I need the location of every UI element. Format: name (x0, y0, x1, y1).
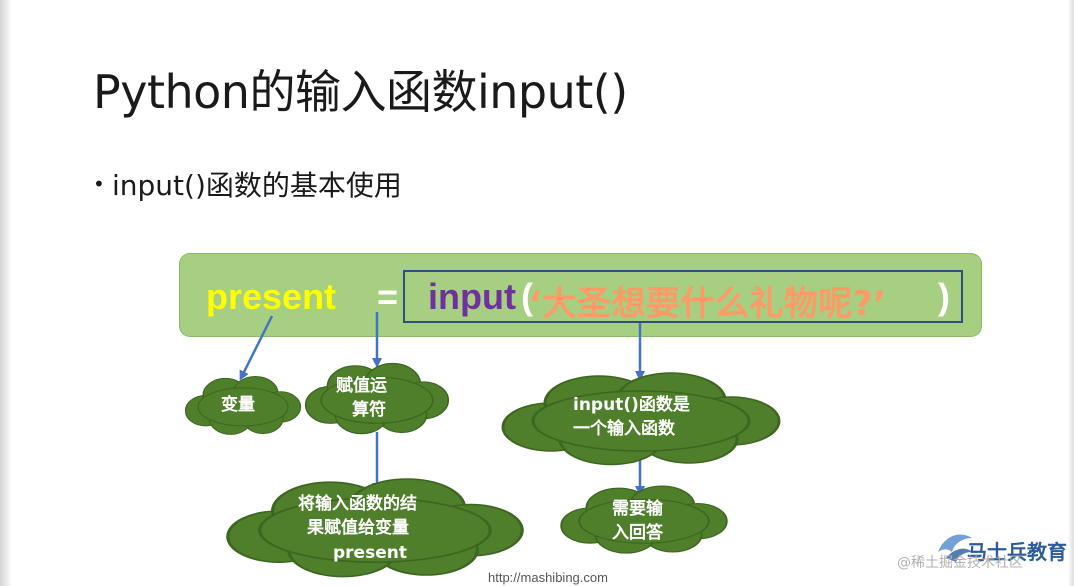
cloud-assign-line2: 算符 (352, 400, 386, 420)
code-open-paren: ( (521, 276, 533, 317)
cloud-need-input-line1: 需要输 (612, 499, 663, 519)
watermark-url: http://mashibing.com (488, 570, 608, 585)
logo-text: 马士兵教育 (967, 540, 1067, 564)
input-call-highlight-box (403, 270, 963, 323)
code-bar (179, 253, 982, 337)
code-close-paren: ) (938, 276, 950, 317)
slide-title: Python的输入函数input() (93, 65, 628, 119)
code-string: ‘大圣想要什么礼物呢?’ (529, 284, 887, 324)
cloud-input-fn-line2: 一个输入函数 (573, 419, 675, 439)
cloud-assign-line1: 赋值运 (336, 376, 387, 396)
arrow-to-variable (239, 315, 274, 381)
slide-right-shadow (1068, 0, 1074, 586)
cloud-result-line2: 果赋值给变量 (307, 518, 409, 538)
code-function: input (428, 276, 516, 317)
cloud-variable-label: 变量 (221, 395, 255, 415)
cloud-result-line1: 将输入函数的结 (298, 494, 417, 514)
cloud-input-fn-line1: input()函数是 (573, 395, 690, 415)
mashibing-logo-icon (938, 534, 972, 562)
code-equals: = (377, 276, 399, 317)
code-variable: present (206, 276, 337, 317)
bullet-marker: • (93, 172, 105, 196)
bullet-text: input()函数的基本使用 (112, 169, 402, 202)
watermark-community: @稀土掘金技术社区 (897, 555, 1023, 571)
slide-left-shadow (0, 0, 12, 586)
cloud-need-input-line2: 入回答 (612, 523, 663, 543)
cloud-result-line3: present (333, 543, 407, 563)
